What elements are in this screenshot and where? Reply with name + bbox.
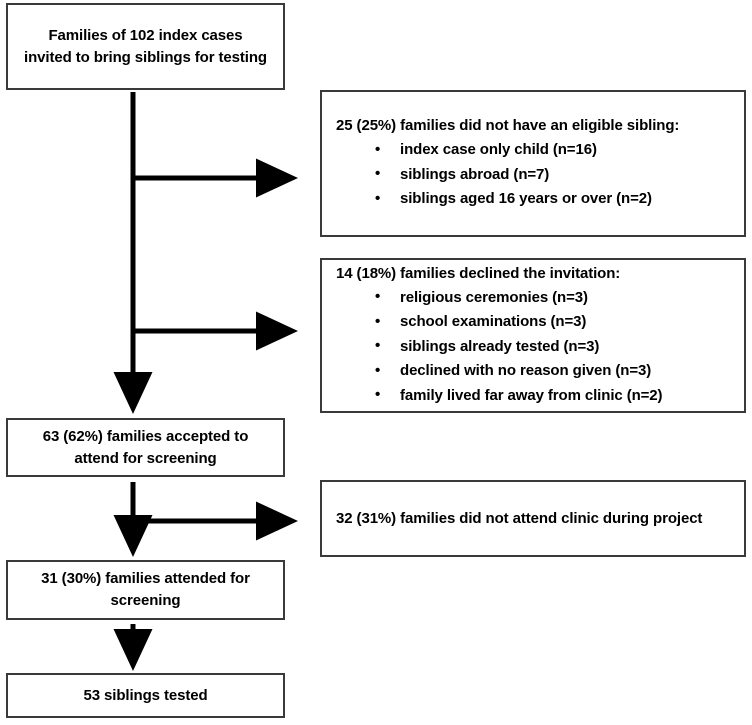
node-attended-screening-text: 31 (30%) families attended for screening (41, 570, 250, 609)
node-attended-screening: 31 (30%) families attended for screening (6, 560, 285, 620)
list-item: school examinations (n=3) (375, 310, 744, 335)
list-item: siblings aged 16 years or over (n=2) (375, 187, 744, 212)
node-start-text: Families of 102 index cases invited to b… (24, 26, 267, 66)
list-item: siblings abroad (n=7) (375, 162, 744, 187)
no-eligible-sibling-reason-list: index case only child (n=16) siblings ab… (322, 138, 744, 212)
list-item: index case only child (n=16) (375, 138, 744, 163)
node-siblings-tested-text: 53 siblings tested (83, 686, 208, 704)
node-declined-invitation: 14 (18%) families declined the invitatio… (320, 258, 746, 413)
list-item: family lived far away from clinic (n=2) (375, 383, 744, 408)
list-item: siblings already tested (n=3) (375, 334, 744, 359)
node-did-not-attend: 32 (31%) families did not attend clinic … (320, 480, 746, 557)
node-no-eligible-sibling: 25 (25%) families did not have an eligib… (320, 90, 746, 237)
node-no-eligible-sibling-heading: 25 (25%) families did not have an eligib… (336, 117, 680, 135)
node-declined-invitation-heading: 14 (18%) families declined the invitatio… (336, 264, 621, 282)
node-start: Families of 102 index cases invited to b… (6, 3, 285, 90)
declined-invitation-reason-list: religious ceremonies (n=3) school examin… (322, 285, 744, 408)
node-did-not-attend-text: 32 (31%) families did not attend clinic … (336, 510, 703, 527)
list-item: declined with no reason given (n=3) (375, 359, 744, 384)
list-item: religious ceremonies (n=3) (375, 285, 744, 310)
node-accepted-screening: 63 (62%) families accepted to attend for… (6, 418, 285, 477)
node-accepted-screening-text: 63 (62%) families accepted to attend for… (42, 427, 249, 467)
node-siblings-tested: 53 siblings tested (6, 673, 285, 718)
